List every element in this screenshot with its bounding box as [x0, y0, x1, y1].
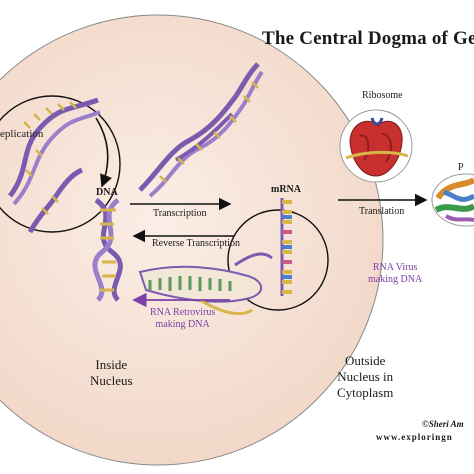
inside-label-line2: Nucleus	[90, 373, 133, 388]
website-credit: www.exploringn	[376, 432, 453, 442]
diagram-title: The Central Dogma of Gene	[262, 28, 474, 49]
retrovirus-label-line2: making DNA	[155, 319, 210, 330]
protein-illustration	[431, 173, 474, 227]
translation-label: Translation	[359, 206, 405, 217]
ribosome-label: Ribosome	[362, 90, 403, 101]
inside-label-line1: Inside	[95, 357, 128, 372]
mrna-strand	[280, 198, 292, 296]
rna-virus-label: RNA Virus making DNA	[368, 262, 422, 286]
nucleus-region	[0, 14, 384, 466]
reverse-transcription-label: Reverse Transcription	[152, 238, 241, 249]
replication-label: eplication	[0, 128, 44, 140]
inside-nucleus-label: Inside Nucleus	[90, 357, 133, 389]
mrna-loop	[227, 209, 329, 311]
outside-label-line3: Cytoplasm	[337, 385, 394, 400]
protein-label: P	[458, 162, 464, 173]
outside-nucleus-label: Outside Nucleus in Cytoplasm	[337, 353, 393, 401]
transcription-label: Transcription	[153, 208, 207, 219]
rna-virus-label-line1: RNA Virus	[372, 262, 418, 273]
retrovirus-dna	[138, 252, 273, 316]
dna-label: DNA	[96, 187, 118, 198]
rna-virus-label-line2: making DNA	[368, 274, 423, 285]
replicating-dna	[7, 97, 101, 234]
dna-helix	[92, 197, 123, 302]
replication-arrow	[95, 117, 113, 188]
retrovirus-label: RNA Retrovirus making DNA	[150, 307, 215, 331]
mrna-label: mRNA	[271, 184, 301, 195]
replication-loop	[0, 95, 121, 233]
retrovirus-label-line1: RNA Retrovirus	[150, 307, 216, 318]
copyright-credit: ©Sheri Am	[422, 419, 464, 429]
ribosome-illustration	[339, 109, 413, 183]
outside-label-line1: Outside	[344, 353, 386, 368]
upper-dna-strands	[138, 62, 264, 198]
outside-label-line2: Nucleus in	[337, 369, 394, 384]
